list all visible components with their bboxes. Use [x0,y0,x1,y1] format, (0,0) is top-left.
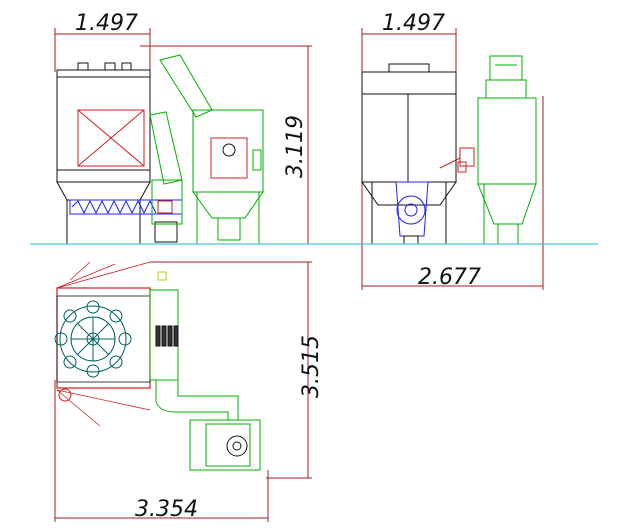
plan-view: 3.354 3.515 [54,261,324,522]
side-view: 1.497 2.677 [361,11,544,290]
plan-width-label: 3.354 [135,497,198,522]
front-width-label: 1.497 [75,11,138,36]
side-depth-label: 2.677 [418,265,481,290]
plan-drive-hub [58,388,72,402]
plan-wheel [54,300,132,378]
side-elevator [477,55,537,245]
plan-dimension-lines [54,261,312,522]
plan-door-swing [56,261,151,427]
front-cabinet [56,62,151,244]
side-drum [395,181,429,245]
front-dust-collector [192,109,264,244]
side-width-label: 1.497 [382,11,445,36]
side-motor [439,147,475,173]
front-view: 1.497 3.119 [54,11,312,245]
plan-duct [155,380,239,420]
front-elevator [149,54,213,225]
side-cabinet [361,63,457,244]
plan-dust-collector [189,419,261,471]
front-screw-conveyor [69,199,183,243]
plan-chain-blocks [155,325,179,347]
plan-depth-label: 3.515 [299,335,324,398]
front-door [77,109,145,167]
front-height-label: 3.119 [283,115,308,178]
